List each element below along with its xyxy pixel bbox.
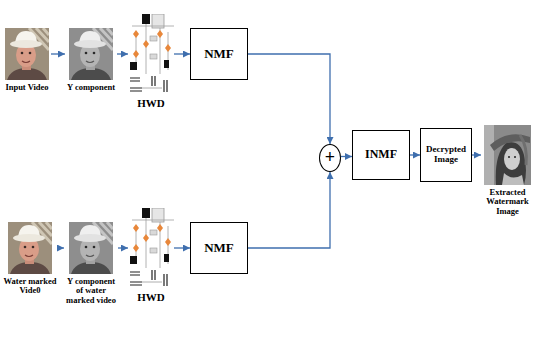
- process-box: NMF: [190, 28, 248, 80]
- watermarked-frame-picture: [8, 222, 52, 274]
- caption-label: Extracted Watermark Image: [481, 188, 534, 216]
- flow-arrow: [410, 154, 420, 155]
- box-label: Decrypted Image: [424, 145, 468, 165]
- y-component-picture: [69, 28, 113, 80]
- sum-circle: +: [319, 144, 341, 172]
- picture-node: Input Video: [3, 28, 51, 92]
- box-label: NMF: [204, 241, 234, 255]
- picture-node: Water marked Vide0: [2, 222, 58, 296]
- caption-label: HWD: [137, 97, 165, 109]
- flow-arrow: [174, 53, 190, 54]
- flow-arrow: [117, 53, 128, 54]
- video-frame-picture: [5, 28, 49, 80]
- wavelet-picture: [130, 14, 174, 92]
- wavelet-picture: [130, 208, 174, 286]
- caption-label: Water marked Vide0: [2, 277, 58, 296]
- process-box: INMF: [352, 130, 410, 180]
- watermark-picture: [484, 125, 531, 185]
- flow-arrow: [341, 156, 352, 157]
- caption-label: Y component of water marked video: [64, 277, 118, 305]
- flow-arrow: [248, 54, 330, 144]
- picture-node: HWD: [128, 14, 174, 109]
- flow-arrow: [472, 154, 481, 155]
- box-label: NMF: [204, 47, 234, 61]
- caption-label: Y component: [67, 83, 115, 92]
- box-label: +: [325, 148, 335, 168]
- process-box: Decrypted Image: [420, 128, 472, 182]
- flow-arrow: [174, 247, 190, 248]
- y-component-picture: [69, 222, 113, 274]
- flow-arrow: [248, 172, 330, 248]
- flow-arrow: [51, 53, 65, 54]
- picture-node: Extracted Watermark Image: [481, 125, 534, 216]
- flow-arrow: [58, 247, 64, 248]
- caption-label: HWD: [137, 291, 165, 303]
- process-box: NMF: [190, 222, 248, 274]
- box-label: INMF: [365, 148, 397, 161]
- picture-node: HWD: [128, 208, 174, 303]
- picture-node: Y component of water marked video: [64, 222, 118, 305]
- picture-node: Y component: [65, 28, 117, 92]
- flow-arrow: [118, 247, 128, 248]
- caption-label: Input Video: [5, 83, 48, 92]
